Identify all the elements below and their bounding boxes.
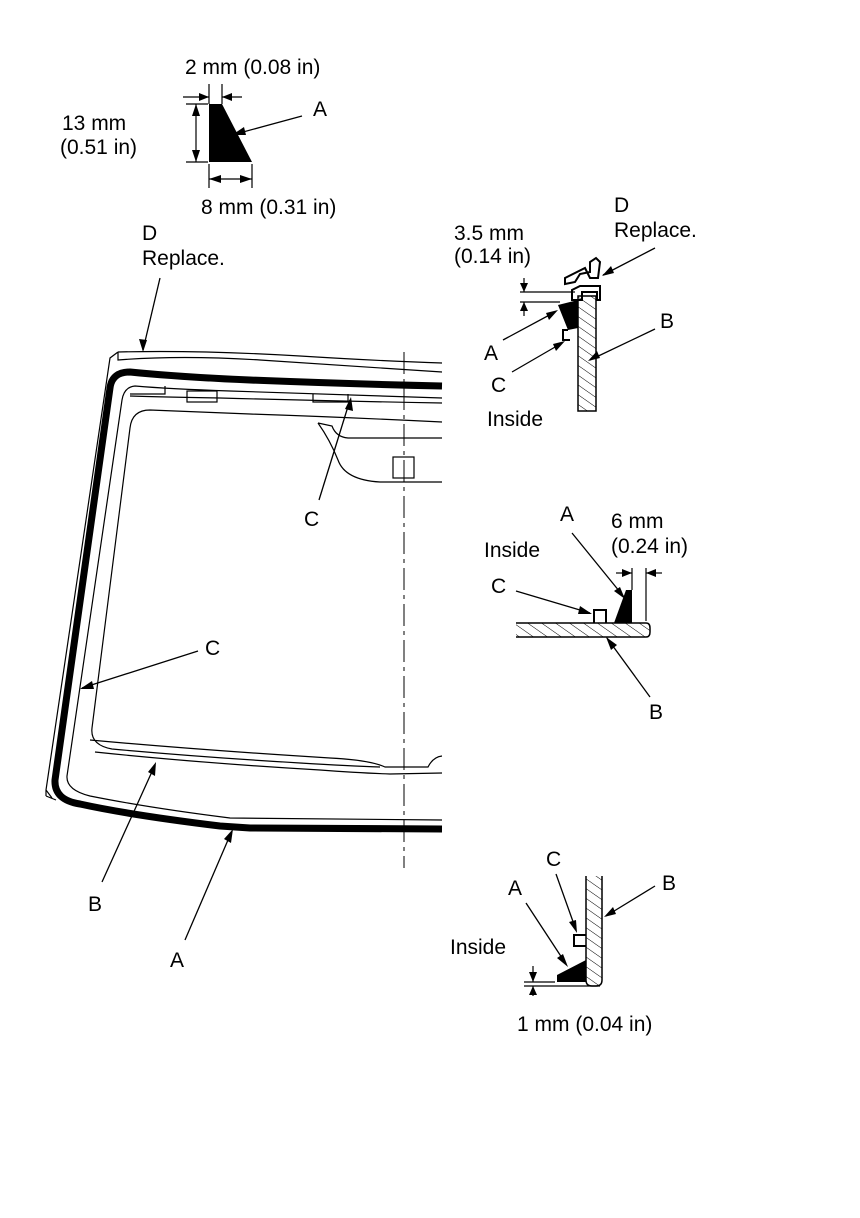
section-bottom-label-inside: Inside bbox=[450, 936, 506, 959]
section-bottom-adhesive bbox=[557, 960, 586, 982]
windshield-label-c-left: C bbox=[205, 637, 220, 660]
profile-bottom-dimension: 8 mm (0.31 in) bbox=[201, 196, 336, 219]
section-bottom-label-c: C bbox=[546, 848, 561, 871]
section-middle-glass bbox=[516, 622, 651, 638]
profile-height-dimension-1: 13 mm bbox=[62, 112, 126, 135]
section-bottom-glass bbox=[585, 876, 603, 987]
section-top-label-a: A bbox=[484, 342, 498, 365]
adhesive-bead-profile bbox=[209, 104, 252, 162]
windshield-glass-edge bbox=[66, 385, 443, 821]
section-bottom-label-b: B bbox=[662, 872, 676, 895]
section-top-glass bbox=[577, 295, 597, 412]
section-middle-label-inside: Inside bbox=[484, 539, 540, 562]
windshield-mirror-mount bbox=[186, 390, 218, 403]
section-bottom-label-a: A bbox=[508, 877, 522, 900]
windshield-dam-line bbox=[129, 386, 443, 404]
section-bottom-view: C B A Inside 1 mm (0.04 in) bbox=[450, 848, 676, 1036]
section-middle-dim-2: (0.24 in) bbox=[611, 535, 688, 558]
section-top-label-c: C bbox=[491, 374, 506, 397]
windshield-label-b: B bbox=[88, 893, 102, 916]
section-top-label-replace: Replace. bbox=[614, 219, 697, 242]
section-middle-dim-1: 6 mm bbox=[611, 510, 664, 533]
section-middle-adhesive bbox=[614, 590, 632, 623]
section-top-label-inside: Inside bbox=[487, 408, 543, 431]
windshield-adhesive-bead bbox=[51, 368, 443, 833]
section-top-adhesive bbox=[558, 300, 578, 330]
windshield-label-a: A bbox=[170, 949, 184, 972]
section-middle-view: A 6 mm (0.24 in) Inside C B bbox=[484, 503, 688, 724]
section-middle-label-a: A bbox=[560, 503, 574, 526]
section-top-dim-1: 3.5 mm bbox=[454, 222, 524, 245]
windshield-inner-frit bbox=[91, 409, 443, 768]
windshield-molding-outline bbox=[45, 350, 443, 799]
windshield-front-view: D Replace. C C bbox=[45, 222, 443, 972]
profile-height-dimension-2: (0.51 in) bbox=[60, 136, 137, 159]
section-top-label-d: D bbox=[614, 194, 629, 217]
section-bottom-dim: 1 mm (0.04 in) bbox=[517, 1013, 652, 1036]
section-top-label-b: B bbox=[660, 310, 674, 333]
section-middle-label-b: B bbox=[649, 701, 663, 724]
windshield-label-c-top: C bbox=[304, 508, 319, 531]
windshield-label-d: D bbox=[142, 222, 157, 245]
section-top-view: 3.5 mm (0.14 in) D Replace. A C B Inside bbox=[454, 194, 697, 431]
windshield-label-replace: Replace. bbox=[142, 247, 225, 270]
section-middle-label-c: C bbox=[491, 575, 506, 598]
section-top-dim-2: (0.14 in) bbox=[454, 245, 531, 268]
profile-label-a: A bbox=[313, 98, 327, 121]
profile-top-dimension: 2 mm (0.08 in) bbox=[185, 56, 320, 79]
adhesive-profile-detail: 2 mm (0.08 in) 13 mm (0.51 in) 8 mm (0.3… bbox=[60, 56, 336, 219]
